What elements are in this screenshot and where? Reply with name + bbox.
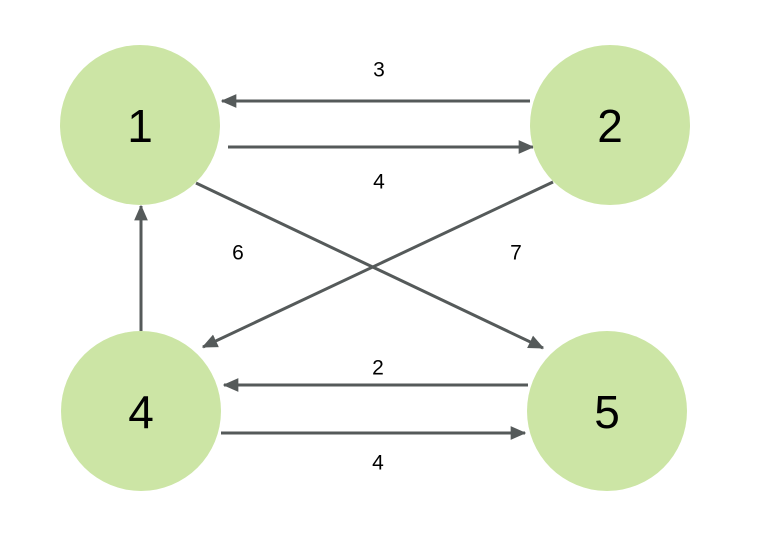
node-label-2: 2 — [597, 100, 623, 152]
graph-node-2[interactable]: 2 — [530, 45, 690, 205]
graph-node-4[interactable]: 4 — [61, 331, 221, 491]
graph-node-1[interactable]: 1 — [60, 45, 220, 205]
node-label-5: 5 — [594, 386, 620, 438]
node-circle-2[interactable] — [530, 45, 690, 205]
edge-weight-label-4-5: 4 — [372, 452, 384, 475]
node-circle-5[interactable] — [527, 331, 687, 491]
edge-weight-label-2-1: 3 — [373, 59, 385, 82]
edge-weight-label-1-2: 4 — [373, 171, 385, 194]
edge-weight-label-2-4: 6 — [232, 242, 244, 265]
node-label-4: 4 — [128, 386, 154, 438]
node-circle-1[interactable] — [60, 45, 220, 205]
edge-1-to-5[interactable] — [195, 181, 545, 350]
edge-weight-label-1-5: 7 — [510, 242, 522, 265]
edge-weight-label-5-4: 2 — [372, 357, 384, 380]
edges-layer — [134, 94, 554, 440]
nodes-layer: 1 2 4 5 — [60, 45, 690, 491]
graph-node-5[interactable]: 5 — [527, 331, 687, 491]
edge-labels-layer: 3 4 6 7 2 4 — [232, 59, 522, 475]
edge-2-to-4[interactable] — [201, 180, 554, 349]
node-circle-4[interactable] — [61, 331, 221, 491]
node-label-1: 1 — [127, 100, 153, 152]
